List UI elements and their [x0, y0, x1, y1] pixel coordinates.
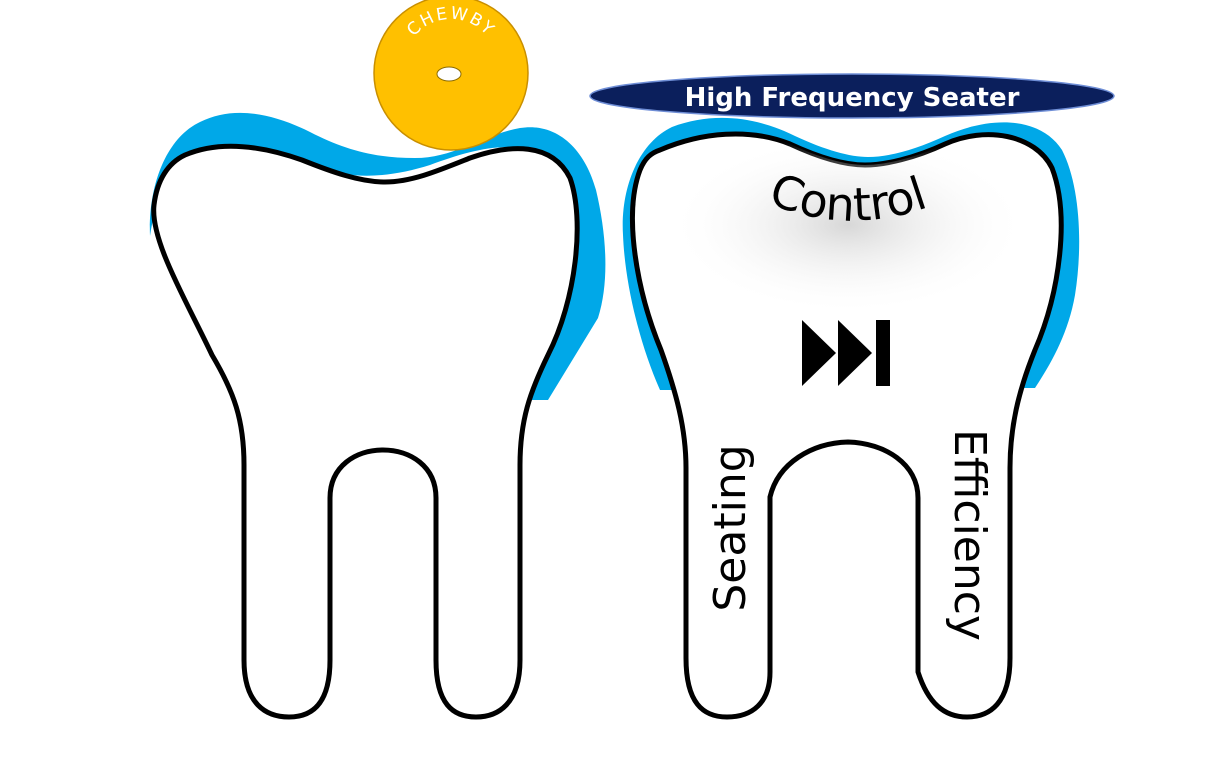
left-tooth-outline [151, 143, 580, 720]
banner-label: High Frequency Seater [685, 83, 1020, 113]
left-tooth-cap [149, 112, 606, 400]
efficiency-label: Efficiency [944, 429, 995, 641]
banner-pill [589, 73, 1115, 119]
chewby-disc: CHEWBY [373, 0, 529, 151]
left-tooth [149, 112, 606, 720]
fast-forward-end-icon [802, 320, 890, 386]
chewby-hole [436, 66, 462, 82]
seating-label: Seating [705, 444, 756, 611]
right-tooth [622, 117, 1080, 720]
high-frequency-banner: High Frequency Seater [589, 73, 1115, 119]
crown-shadow [668, 135, 1028, 315]
